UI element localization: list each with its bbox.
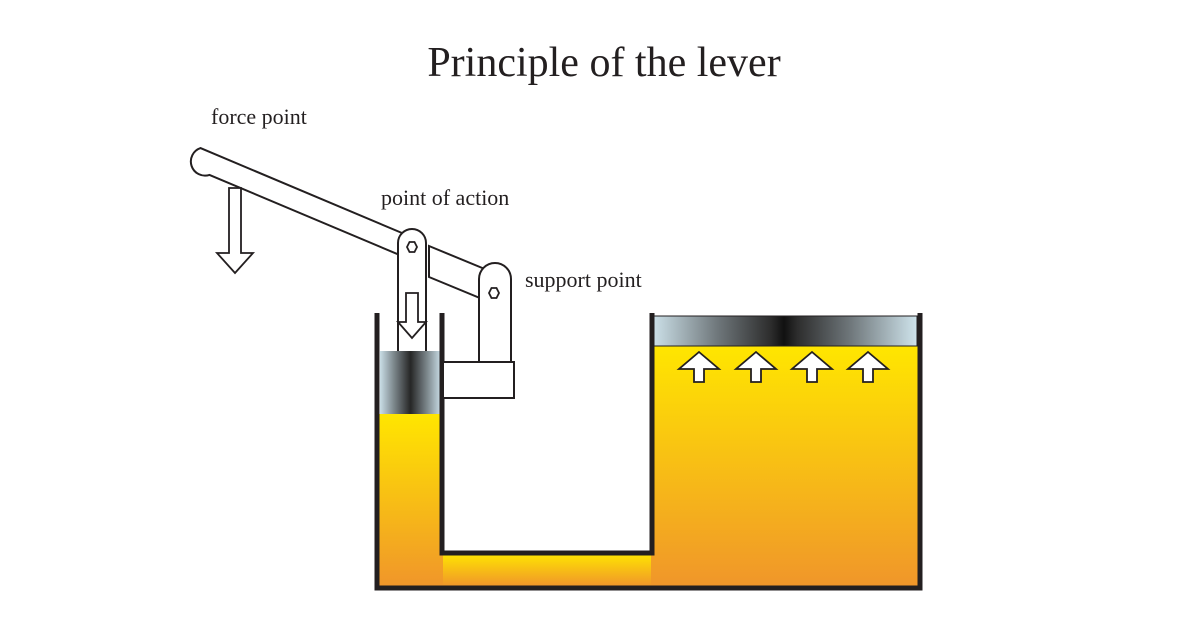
hydraulic-fluid: [378, 346, 918, 586]
force-point-label: force point: [211, 104, 307, 129]
lift-arrow-up-icon: [789, 350, 835, 383]
large-piston: [650, 315, 918, 347]
lift-arrow-up-icon: [676, 350, 722, 383]
point-of-action-label: point of action: [381, 185, 509, 210]
support-bracket: [442, 361, 515, 399]
action-pivot-bolt: [405, 241, 419, 253]
lift-arrows: [676, 350, 891, 383]
piston-rod: [397, 228, 427, 351]
lever-bar: [189, 147, 493, 305]
lift-arrow-up-icon: [845, 350, 891, 383]
small-piston: [380, 351, 441, 414]
diagram-title: Principle of the lever: [427, 40, 780, 86]
force-arrow-down-icon: [214, 187, 256, 275]
support-pivot-bolt: [487, 287, 501, 299]
action-arrow-down-icon: [396, 292, 428, 340]
container-outline: [374, 313, 923, 591]
support-post: [478, 262, 512, 362]
lift-arrow-up-icon: [733, 350, 779, 383]
support-point-label: support point: [525, 267, 642, 292]
